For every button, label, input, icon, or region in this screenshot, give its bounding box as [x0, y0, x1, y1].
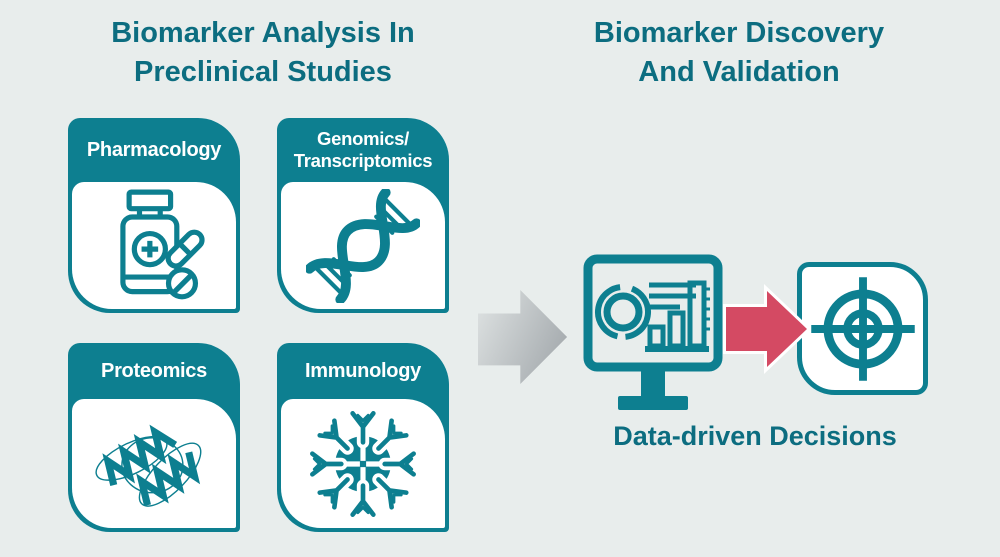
protein-structure-icon: [95, 424, 202, 507]
card-label: Pharmacology: [86, 138, 222, 161]
left-title-line1: Biomarker Analysis In: [111, 17, 415, 49]
left-section-title: Biomarker Analysis In Preclinical Studie…: [38, 14, 488, 92]
medicine-bottle-icon: [120, 189, 205, 299]
card-label: Genomics/: [317, 128, 409, 149]
right-title-line2: And Validation: [638, 56, 840, 88]
card-body: [72, 182, 236, 309]
card-body: [72, 399, 236, 528]
left-title-line2: Preclinical Studies: [134, 56, 392, 88]
target-icon: [810, 276, 915, 381]
dna-helix-icon: [306, 188, 420, 303]
card-genomics-transcriptomics: Genomics/ Transcriptomics: [277, 118, 449, 313]
right-title-line1: Biomarker Discovery: [593, 17, 885, 49]
card-label: Immunology: [305, 359, 421, 382]
card-pharmacology: Pharmacology: [68, 118, 240, 313]
card-header: Pharmacology: [68, 118, 240, 182]
card-immunology: Immunology: [277, 343, 449, 532]
target-card: [797, 262, 928, 395]
card-label: Proteomics: [101, 359, 207, 382]
card-label-line2: Transcriptomics: [293, 150, 433, 171]
data-driven-decisions-label: Data-driven Decisions: [613, 421, 897, 451]
card-body: [281, 182, 445, 309]
card-body: [281, 399, 445, 528]
gray-right-arrow-icon: [478, 289, 568, 385]
card-header: Proteomics: [68, 343, 240, 399]
antibody-cell-icon: [301, 402, 425, 526]
right-section-title: Biomarker Discovery And Validation: [544, 14, 934, 92]
card-header: Immunology: [277, 343, 449, 399]
red-right-arrow-icon: [723, 284, 811, 374]
analytics-monitor-icon: [583, 254, 723, 410]
card-proteomics: Proteomics: [68, 343, 240, 532]
card-header: Genomics/ Transcriptomics: [277, 118, 449, 182]
